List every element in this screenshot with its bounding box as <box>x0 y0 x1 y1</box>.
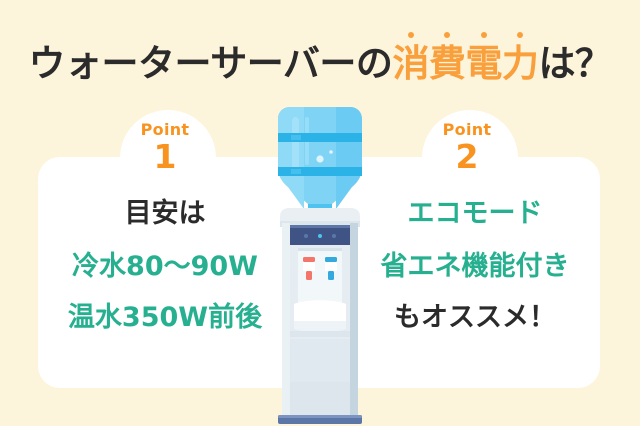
point-2-header: Point 2 <box>407 120 527 176</box>
point-2-line-1: エコモード <box>407 198 543 229</box>
point-2-number: 2 <box>455 137 479 176</box>
page-title: ウォーターサーバーの消費電力は？ <box>0 31 640 94</box>
point-2-body: エコモード 省エネ機能付き もオススメ！ <box>360 200 590 331</box>
title-prefix: ウォーターサーバーの <box>28 41 393 85</box>
water-bottle-icon <box>278 107 362 218</box>
water-server-illustration <box>258 105 382 426</box>
lower-panel <box>290 339 350 382</box>
title-accent-text: 消費電力 <box>392 41 539 85</box>
point-2-line-3: もオススメ！ <box>394 302 556 333</box>
point-2-line-2: 省エネ機能付き <box>380 251 570 282</box>
title-suffix: は？ <box>538 41 612 85</box>
title-text: ウォーターサーバーの消費電力は？ <box>28 31 612 85</box>
point-1-line-2: 冷水80〜90W <box>72 251 258 282</box>
point-1-number: 1 <box>153 137 177 176</box>
point-2-label: Point <box>442 120 492 139</box>
server-base-icon <box>278 415 362 424</box>
dispenser-recess <box>298 248 342 304</box>
control-panel-icon <box>290 225 350 245</box>
hot-water-tap-icon <box>303 253 315 280</box>
point-1-label: Point <box>140 120 190 139</box>
point-1-line-1: 目安は <box>124 198 206 229</box>
title-accent: 消費電力 <box>392 31 539 85</box>
emphasis-dots-icon <box>392 31 538 38</box>
drip-tray-icon <box>290 300 350 337</box>
point-1-header: Point 1 <box>105 120 225 176</box>
cold-water-tap-icon <box>325 253 337 280</box>
point-1-line-3: 温水350W前後 <box>67 302 263 333</box>
point-1-body: 目安は 冷水80〜90W 温水350W前後 <box>50 200 280 331</box>
